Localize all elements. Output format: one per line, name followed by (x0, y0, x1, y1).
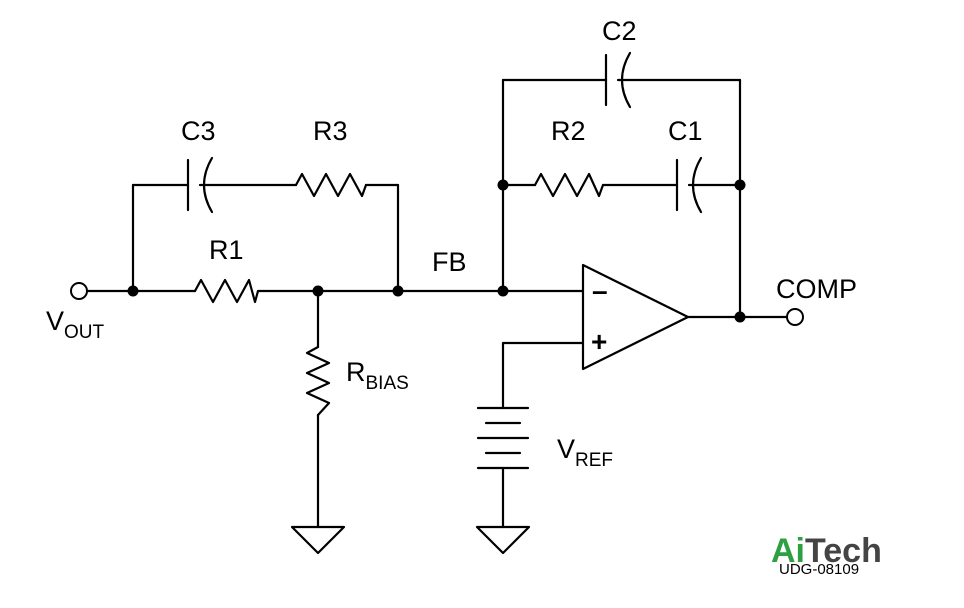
resistor-r2 (533, 172, 605, 198)
opamp-plus-sign: + (591, 326, 607, 357)
resistor-rbias (305, 345, 331, 417)
junction-dot-r3-right (392, 285, 404, 297)
label-r3: R3 (313, 116, 348, 146)
label-vout-main: V (46, 306, 64, 336)
resistor-r3 (294, 172, 368, 198)
label-fb: FB (432, 247, 467, 277)
label-c2: C2 (602, 16, 637, 46)
aitech-logo-part1: Ai (771, 532, 805, 570)
ground-symbol-vref (475, 525, 531, 555)
label-vout: VOUT (46, 306, 105, 343)
label-r1: R1 (209, 235, 244, 265)
opamp-triangle (581, 263, 690, 371)
junction-dot-output (734, 311, 746, 323)
junction-dot-c1-right (734, 179, 746, 191)
label-c1: C1 (668, 116, 703, 146)
junction-dot-r2-left (497, 179, 509, 191)
figure-id: UDG-08109 (779, 561, 859, 578)
label-rbias-subscript: BIAS (366, 373, 409, 394)
capacitor-c1 (675, 156, 703, 214)
label-comp: COMP (776, 274, 857, 304)
label-vout-subscript: OUT (64, 322, 105, 343)
label-rbias-main: R (346, 357, 366, 387)
label-c3: C3 (181, 116, 216, 146)
label-rbias: RBIAS (346, 357, 409, 394)
capacitor-c3 (186, 156, 214, 214)
ground-symbol-rbias (290, 525, 346, 555)
capacitor-c2 (604, 51, 632, 109)
label-vref: VREF (557, 434, 613, 471)
junction-dot-rbias (312, 285, 324, 297)
label-vref-main: V (557, 434, 575, 464)
aitech-logo: AiTech (771, 532, 882, 570)
comp-terminal (786, 308, 804, 326)
resistor-r1 (193, 278, 260, 304)
junction-dot-fb (497, 285, 509, 297)
label-vref-subscript: REF (575, 450, 613, 471)
vref-battery (476, 406, 530, 470)
aitech-logo-part2: Tech (805, 532, 882, 570)
junction-dot-c3-left (127, 285, 139, 297)
vout-terminal (70, 282, 88, 300)
label-r2: R2 (551, 116, 586, 146)
opamp-minus-sign: – (592, 275, 608, 306)
